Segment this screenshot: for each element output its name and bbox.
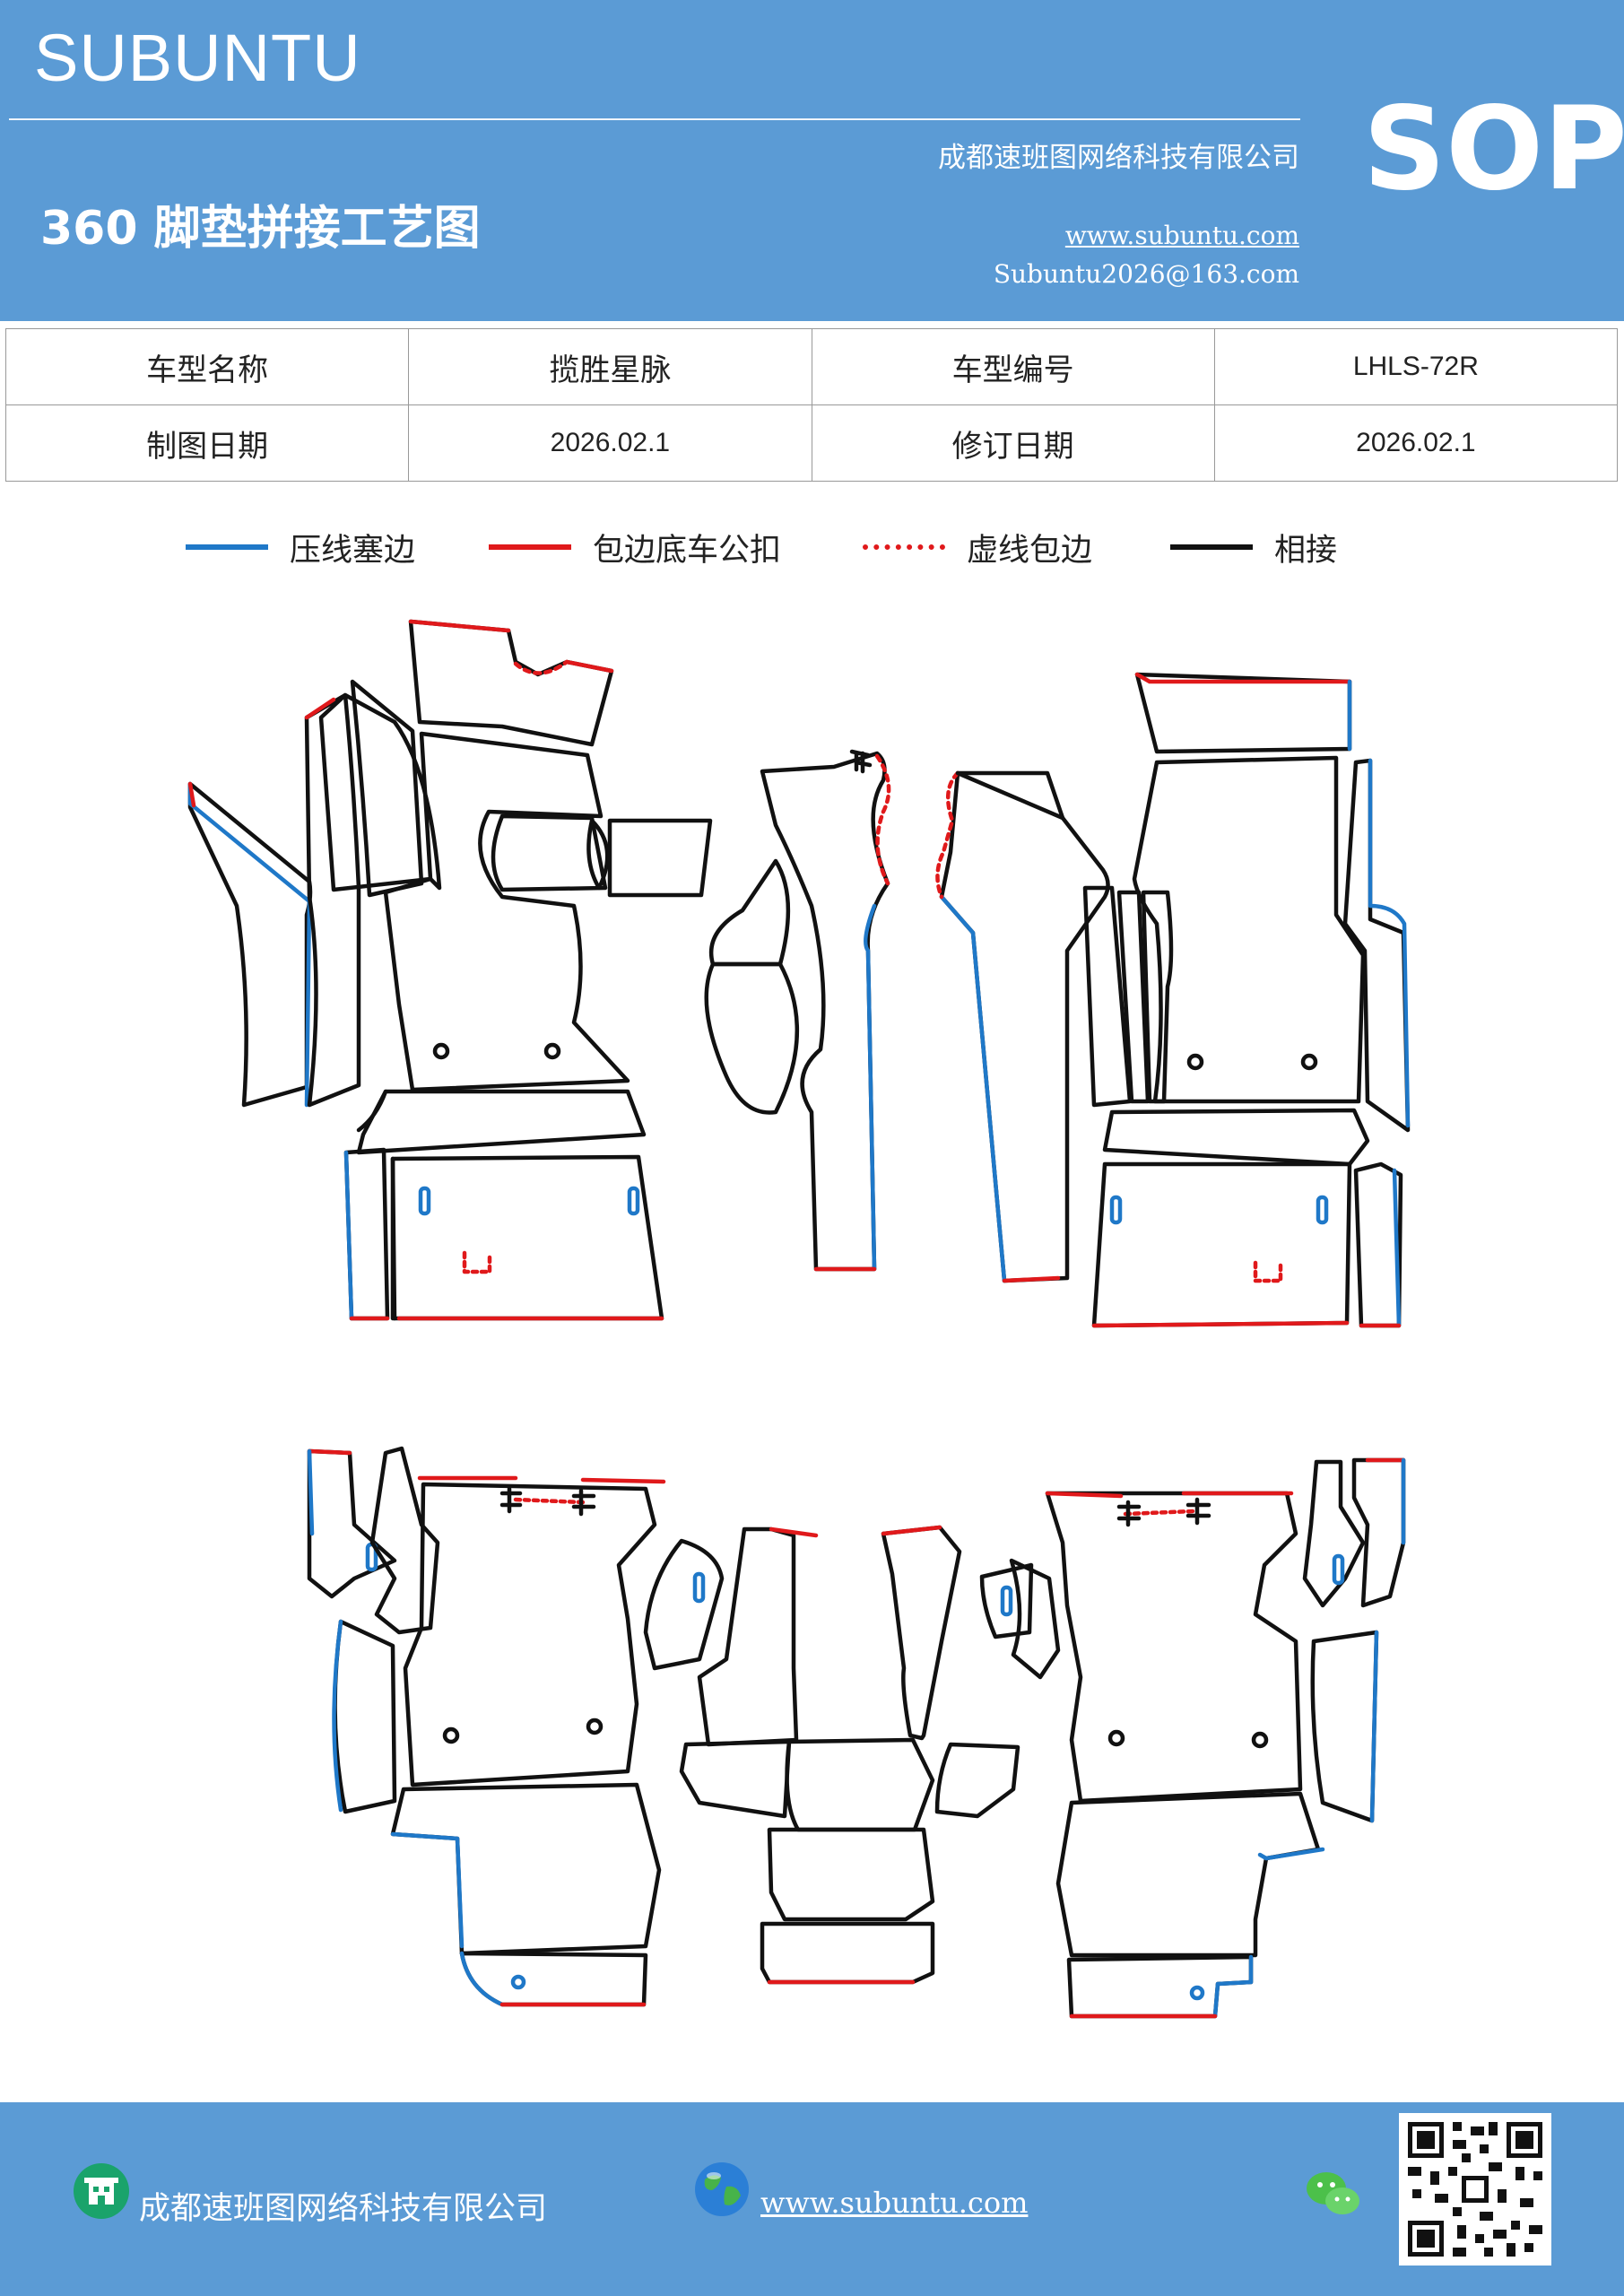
mat-layout-drawing: [187, 619, 1411, 2019]
building-icon: [72, 2161, 131, 2224]
header-divider: [9, 118, 1300, 120]
legend-item: 压线塞边: [186, 520, 415, 574]
legend-label: 压线塞边: [290, 532, 416, 569]
table-cell: 车型编号: [811, 328, 1215, 405]
brand-name: SUBUNTU: [34, 21, 361, 95]
mat-set-front-left: [187, 619, 713, 1321]
table-cell: 制图日期: [4, 404, 410, 482]
legend-item: 虚线包边: [863, 520, 1092, 574]
legend: 压线塞边 包边底车公扣 虚线包边 相接: [0, 520, 1624, 574]
wechat-icon: [1305, 2167, 1362, 2224]
page-title: 360 脚垫拼接工艺图: [40, 202, 481, 256]
legend-label: 相接: [1274, 532, 1338, 569]
mat-set-front-right: [1082, 672, 1411, 1328]
table-row: 制图日期 2026.02.1 修订日期 2026.02.1: [4, 404, 1619, 482]
legend-swatch-black: [1170, 544, 1253, 550]
legend-swatch-red-dotted: [863, 544, 945, 550]
legend-label: 虚线包边: [967, 532, 1093, 569]
footer-company: 成都速班图网络科技有限公司: [139, 2191, 548, 2227]
globe-icon: [692, 2160, 751, 2222]
sop-label: SOP: [1363, 83, 1624, 216]
header-banner: SUBUNTU SOP 成都速班图网络科技有限公司 360 脚垫拼接工艺图 ww…: [0, 0, 1624, 321]
table-cell: 修订日期: [811, 404, 1215, 482]
company-name: 成都速班图网络科技有限公司: [938, 142, 1299, 174]
mat-set-rear-center: [643, 1525, 1061, 1985]
table-cell: 车型名称: [4, 328, 410, 405]
qr-code: [1399, 2113, 1551, 2266]
legend-item: 相接: [1170, 520, 1337, 574]
legend-label: 包边底车公扣: [593, 532, 782, 569]
email-address[interactable]: Subuntu2026@163.com: [993, 259, 1299, 289]
vehicle-info-table: 车型名称 揽胜星脉 车型编号 LHLS-72R 制图日期 2026.02.1 修…: [4, 328, 1619, 482]
table-cell: 揽胜星脉: [408, 328, 812, 405]
legend-item: 包边底车公扣: [489, 520, 781, 574]
table-cell: LHLS-72R: [1213, 328, 1619, 405]
mat-set-rear-right: [1045, 1457, 1406, 2019]
footer-banner: 成都速班图网络科技有限公司 www.subuntu.com: [0, 2102, 1624, 2296]
table-cell: 2026.02.1: [408, 404, 812, 482]
legend-swatch-blue: [186, 544, 268, 550]
table-row: 车型名称 揽胜星脉 车型编号 LHLS-72R: [4, 328, 1619, 405]
table-cell: 2026.02.1: [1213, 404, 1619, 482]
legend-swatch-red: [489, 544, 571, 550]
website-link[interactable]: www.subuntu.com: [1064, 221, 1299, 250]
mat-set-center-console: [704, 749, 1110, 1283]
footer-website-link[interactable]: www.subuntu.com: [760, 2186, 1029, 2220]
mat-set-rear-left: [307, 1446, 666, 2007]
